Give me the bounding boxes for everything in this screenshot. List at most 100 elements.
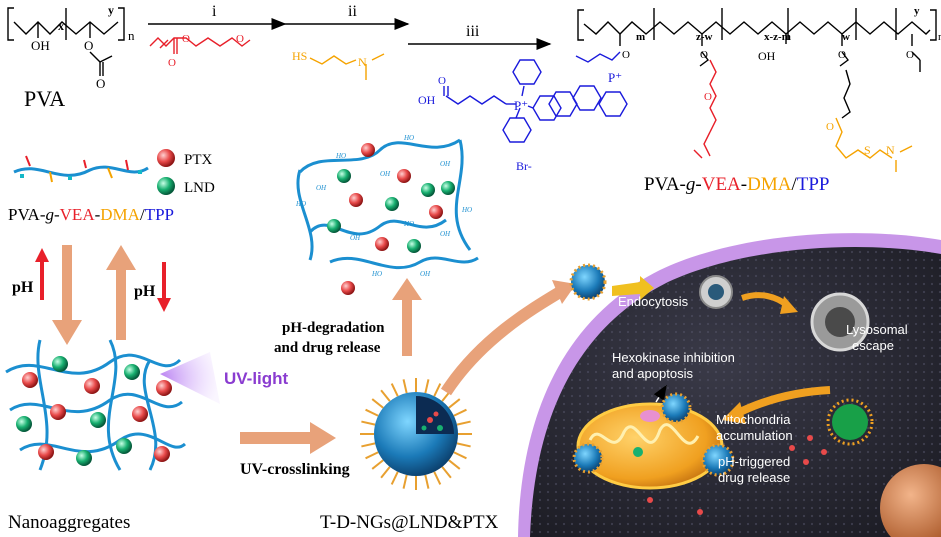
lnd-sphere xyxy=(116,438,132,454)
dark-nanogel-2 xyxy=(701,443,735,477)
pva-structure xyxy=(7,7,125,76)
product-backbone xyxy=(577,8,937,46)
ptx-sphere xyxy=(349,193,363,207)
thiol-reagent xyxy=(309,53,385,80)
legend-polymer-chain xyxy=(13,155,149,183)
pva-y-subscript: y xyxy=(108,3,114,17)
nanogel-spike xyxy=(433,383,442,397)
ph-down-label: pH xyxy=(134,283,156,300)
entering-nanogel xyxy=(569,263,607,301)
aggregate-drug-spheres xyxy=(16,356,172,466)
nanogel-spike xyxy=(441,466,452,479)
endocytosis-arrow xyxy=(612,276,654,300)
nanogel-spike xyxy=(365,408,379,417)
nanogel-spike xyxy=(433,471,442,485)
uptake-arrow-shaft xyxy=(440,286,564,396)
pva-carbonyl-o: O xyxy=(96,76,105,91)
tpp-oh-label: OH xyxy=(418,93,436,107)
ptx-sphere xyxy=(132,406,148,422)
degradation-arrow xyxy=(392,278,422,356)
ph-up-label: pH xyxy=(12,279,34,296)
endocytosis-label: Endocytosis xyxy=(618,294,689,309)
ptx-sphere xyxy=(361,143,375,157)
nanogel-spike xyxy=(402,474,408,489)
lysosome-core xyxy=(825,307,855,337)
pva-oh-label: OH xyxy=(31,38,50,53)
svg-text:OH: OH xyxy=(440,230,451,238)
legend-polymer-name: PVA-g-VEA-DMA/TPP xyxy=(8,205,174,224)
svg-text:HO: HO xyxy=(371,270,382,278)
degradation-label-1: pH-degradation xyxy=(282,320,385,336)
nanogel-spike xyxy=(361,442,376,448)
nanogel-spike xyxy=(371,398,384,409)
nanogel-spike xyxy=(380,466,391,479)
nanogel-spike xyxy=(456,420,471,426)
product-o-4: O xyxy=(838,49,846,61)
product-o-2: O xyxy=(700,49,708,61)
product-sub-zw: z-w xyxy=(696,31,713,43)
nanogel-label: T-D-NGs@LND&PTX xyxy=(320,512,499,533)
product-s-label: S xyxy=(864,143,871,157)
product-dma-branch xyxy=(835,117,913,172)
step-i-label: i xyxy=(212,3,217,20)
released-drug-spheres xyxy=(327,143,455,295)
ptx-sphere xyxy=(156,380,172,396)
assembly-down-arrow xyxy=(52,245,82,345)
ph-down-red-arrow xyxy=(157,262,171,312)
hexokinase-label-2: and apoptosis xyxy=(612,366,693,381)
svg-text:HO: HO xyxy=(295,200,306,208)
nanoaggregates-cluster xyxy=(5,339,220,471)
ptx-sphere xyxy=(84,378,100,394)
product-ether-links xyxy=(699,51,921,119)
lnd-sphere xyxy=(76,450,92,466)
svg-text:OH: OH xyxy=(316,184,327,192)
svg-text:HO: HO xyxy=(403,134,414,142)
ptx-sphere xyxy=(375,237,389,251)
svg-text:HO: HO xyxy=(461,206,472,214)
product-o-6: O xyxy=(906,49,914,61)
nanogel-spike xyxy=(380,389,391,402)
escape-arrow-head xyxy=(780,296,798,314)
endosome-nanogel xyxy=(708,284,724,300)
ptx-sphere xyxy=(38,444,54,460)
product-sub-m: m xyxy=(636,31,645,43)
nanogel-particle xyxy=(360,378,472,490)
legend-lnd-label: LND xyxy=(184,180,215,196)
hexokinase-pointer xyxy=(653,384,667,403)
pva-x-subscript: x xyxy=(58,19,64,33)
lnd-sphere xyxy=(90,412,106,428)
pva-o-label: O xyxy=(84,38,93,53)
nanogel-spike xyxy=(365,451,379,460)
pva-label: PVA xyxy=(24,86,65,111)
ph-up-red-arrow xyxy=(35,248,49,300)
mitochondrion xyxy=(576,402,724,490)
released-drugs-cell xyxy=(647,435,827,515)
mito-targeting-arrow-head xyxy=(722,402,746,424)
release-label-2: drug release xyxy=(718,470,790,485)
nanogel-spike xyxy=(456,442,471,448)
svg-text:HO: HO xyxy=(403,220,414,228)
nanogel-spike xyxy=(453,408,467,417)
product-o-5: O xyxy=(826,121,834,133)
step-ii-label: ii xyxy=(348,3,357,20)
product-n-label: N xyxy=(886,143,895,157)
nanogel-spike xyxy=(453,451,467,460)
product-p-label: P⁺ xyxy=(608,70,622,85)
product-o-1: O xyxy=(622,49,630,61)
thiol-hs-label: HS xyxy=(292,49,307,63)
product-sub-y: y xyxy=(914,5,920,17)
lnd-sphere xyxy=(52,356,68,372)
ptx-sphere xyxy=(22,372,38,388)
nanogel-spike xyxy=(390,383,399,397)
nanogel-spike xyxy=(424,379,430,394)
tpp-p-label: P⁺ xyxy=(514,98,528,113)
dark-nanogel-3 xyxy=(572,442,604,474)
ptx-sphere xyxy=(397,169,411,183)
lnd-sphere xyxy=(337,169,351,183)
vea-o-ether: O xyxy=(236,33,244,45)
nanogel-spike xyxy=(361,420,376,426)
legend-ptx-label: PTX xyxy=(184,152,213,168)
nanogel-spike xyxy=(448,398,461,409)
svg-text:OH: OH xyxy=(380,170,391,178)
